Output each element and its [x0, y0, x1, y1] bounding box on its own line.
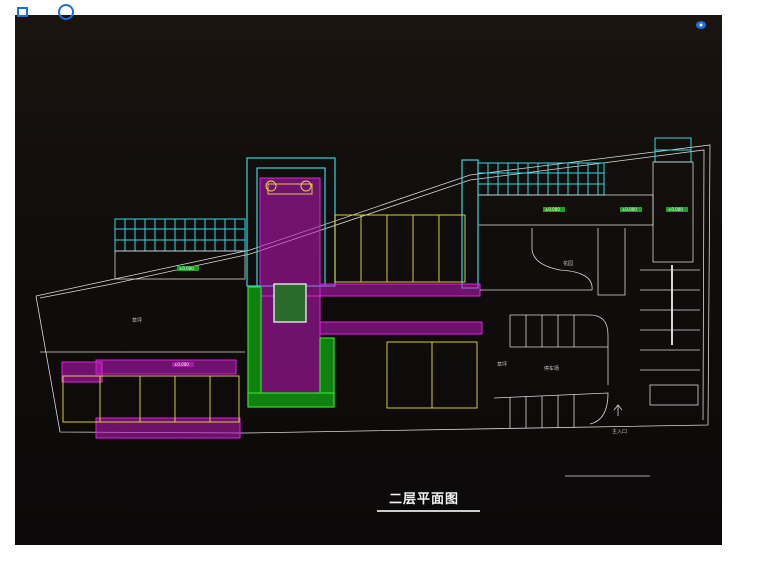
circle-icon[interactable] [58, 4, 74, 20]
label-parking: 停车场 [544, 365, 559, 372]
label-garden: 花园 [563, 260, 573, 267]
label-lawn-right: 草坪 [497, 361, 507, 368]
label-lawn-left: 草坪 [132, 317, 142, 324]
elevation-1: ±0.000 [179, 266, 194, 271]
green-planters [247, 283, 335, 408]
elevation-5: ±0.000 [174, 362, 189, 367]
eye-icon[interactable] [696, 21, 706, 29]
drawing-title: 二层平面图 [389, 492, 459, 507]
elevation-markers: ±0.000 ±0.000 ±0.000 ±0.000 ±0.000 [172, 207, 688, 367]
cyan-grid-left [114, 218, 246, 252]
cyan-grid-right [477, 137, 692, 196]
elevation-3: ±0.000 [622, 207, 637, 212]
parking-lines [480, 228, 700, 477]
elevation-4: ±0.000 [668, 207, 683, 212]
magenta-hatch [61, 177, 483, 439]
elevation-2: ±0.000 [545, 207, 560, 212]
yellow-rooms [62, 180, 478, 423]
label-main-entrance: 主入口 [612, 428, 627, 435]
screen-photo [15, 15, 722, 545]
layers-icon[interactable] [17, 7, 28, 17]
